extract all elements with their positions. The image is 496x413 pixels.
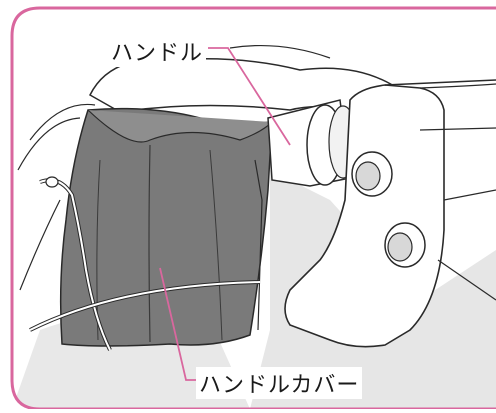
frame-border: [10, 6, 496, 411]
wheel-arc: [29, 103, 96, 141]
label-handle-cover: ハンドルカバー: [196, 367, 363, 399]
leader-handle-cover: [159, 267, 196, 381]
drawing-area: [12, 8, 496, 409]
handle-cover-shape: [59, 107, 273, 347]
leader-handle: [208, 47, 291, 146]
label-handle: ハンドル: [108, 35, 207, 67]
